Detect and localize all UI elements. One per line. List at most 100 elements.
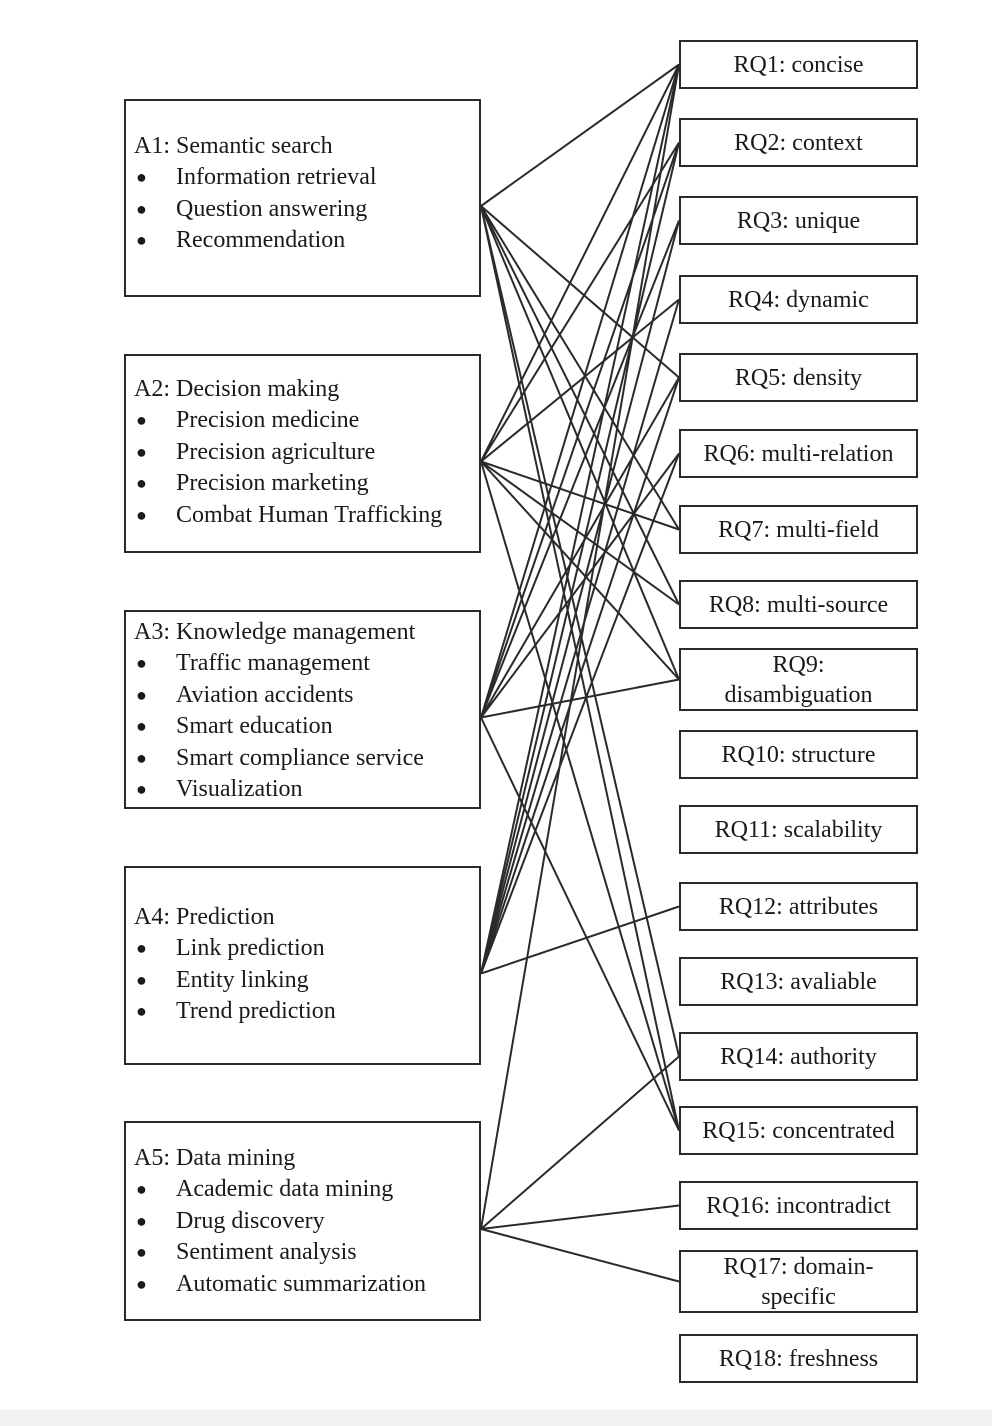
application-title: A1: Semantic search: [134, 133, 333, 159]
requirement-box-rq2: RQ2: context: [679, 118, 918, 167]
list-item: ●Recommendation: [134, 225, 479, 257]
requirement-box-rq14: RQ14: authority: [679, 1032, 918, 1081]
requirement-box-rq15: RQ15: concentrated: [679, 1106, 918, 1155]
application-item-list: ●Academic data mining ●Drug discovery ●S…: [134, 1174, 479, 1300]
requirement-box-rq16: RQ16: incontradict: [679, 1181, 918, 1230]
connection-line-a5-rq1: [480, 64, 680, 1230]
application-item-list: ●Link prediction ●Entity linking ●Trend …: [134, 933, 479, 1028]
bullet-icon: ●: [136, 198, 147, 219]
connection-line-a2-rq8: [480, 460, 680, 606]
bullet-icon: ●: [136, 938, 147, 958]
application-box-a5: A5: Data mining ●Academic data mining ●D…: [124, 1121, 481, 1321]
connection-line-a3-rq1: [480, 64, 680, 718]
application-title: A5: Data mining: [134, 1145, 296, 1171]
list-item: ●Entity linking: [134, 965, 479, 997]
connection-line-a1-rq14: [480, 205, 680, 1057]
application-box-a2: A2: Decision making ●Precision medicine …: [124, 354, 481, 553]
list-item: ●Question answering: [134, 194, 479, 226]
bullet-icon: ●: [136, 684, 147, 705]
connection-line-a5-rq16: [480, 1204, 680, 1230]
bullet-icon: ●: [136, 747, 147, 768]
list-item: ●Sentiment analysis: [134, 1237, 479, 1269]
bullet-icon: ●: [136, 410, 147, 430]
connection-line-a1-rq1: [480, 63, 680, 207]
application-item-list: ●Traffic management ●Aviation accidents …: [134, 648, 479, 806]
list-item: ●Precision agriculture: [134, 437, 479, 469]
application-title: A3: Knowledge management: [134, 619, 416, 645]
list-item: ●Automatic summarization: [134, 1269, 479, 1301]
connection-line-a5-rq17: [480, 1228, 680, 1283]
bullet-icon: ●: [136, 1001, 147, 1021]
connection-line-a3-rq2: [480, 142, 680, 718]
bullet-icon: ●: [136, 1273, 147, 1294]
list-item: ●Smart compliance service: [134, 743, 479, 775]
requirement-box-rq4: RQ4: dynamic: [679, 275, 918, 324]
connection-line-a4-rq4: [480, 299, 680, 974]
connection-line-a1-rq7: [480, 205, 680, 531]
list-item: ●Drug discovery: [134, 1206, 479, 1238]
bullet-icon: ●: [136, 167, 147, 187]
requirement-box-rq12: RQ12: attributes: [679, 882, 918, 931]
bullet-icon: ●: [136, 504, 147, 525]
bullet-icon: ●: [136, 473, 147, 493]
application-title: A4: Prediction: [134, 904, 275, 930]
list-item: ●Visualization: [134, 774, 479, 806]
list-item: ●Smart education: [134, 711, 479, 743]
requirement-box-rq6: RQ6: multi-relation: [679, 429, 918, 478]
bullet-icon: ●: [136, 441, 147, 462]
connection-line-a5-rq14: [480, 1055, 680, 1230]
list-item: ●Trend prediction: [134, 996, 479, 1028]
bullet-icon: ●: [136, 969, 147, 990]
connection-line-a1-rq9: [480, 205, 680, 680]
connection-line-a2-rq4: [480, 298, 680, 463]
requirement-box-rq8: RQ8: multi-source: [679, 580, 918, 629]
requirement-box-rq10: RQ10: structure: [679, 730, 918, 779]
connection-line-a3-rq9: [480, 678, 680, 719]
connection-line-a2-rq15: [480, 461, 680, 1131]
bullet-icon: ●: [136, 1242, 147, 1262]
bullet-icon: ●: [136, 230, 147, 250]
bullet-icon: ●: [136, 1210, 147, 1231]
bullet-icon: ●: [136, 1179, 147, 1199]
connection-line-a1-rq15: [480, 205, 680, 1131]
list-item: ●Combat Human Trafficking: [134, 500, 479, 532]
application-box-a1: A1: Semantic search ●Information retriev…: [124, 99, 481, 297]
bullet-icon: ●: [136, 716, 147, 736]
list-item: ●Academic data mining: [134, 1174, 479, 1206]
list-item: ●Information retrieval: [134, 162, 479, 194]
bullet-icon: ●: [136, 779, 147, 799]
connection-line-a2-rq7: [480, 460, 680, 531]
connection-line-a4-rq1: [480, 64, 680, 974]
application-box-a3: A3: Knowledge management ●Traffic manage…: [124, 610, 481, 809]
bullet-icon: ●: [136, 653, 147, 673]
requirement-box-rq17: RQ17: domain-specific: [679, 1250, 918, 1313]
requirement-box-rq11: RQ11: scalability: [679, 805, 918, 854]
requirement-box-rq1: RQ1: concise: [679, 40, 918, 89]
list-item: ●Aviation accidents: [134, 680, 479, 712]
connection-line-a4-rq2: [480, 142, 680, 974]
list-item: ●Traffic management: [134, 648, 479, 680]
connection-line-a4-rq3: [480, 220, 680, 974]
requirement-box-rq18: RQ18: freshness: [679, 1334, 918, 1383]
requirement-box-rq5: RQ5: density: [679, 353, 918, 402]
connection-line-a2-rq2: [480, 141, 680, 463]
connection-line-a4-rq5: [480, 377, 680, 974]
list-item: ●Precision marketing: [134, 468, 479, 500]
connection-line-a3-rq5: [480, 376, 680, 719]
requirement-box-rq13: RQ13: avaliable: [679, 957, 918, 1006]
list-item: ●Precision medicine: [134, 405, 479, 437]
connection-line-a2-rq1: [480, 64, 680, 462]
requirement-box-rq3: RQ3: unique: [679, 196, 918, 245]
connection-line-a3-rq6: [480, 452, 680, 719]
bottom-margin-band: [0, 1410, 992, 1426]
connection-line-a4-rq12: [480, 905, 680, 975]
connection-line-a2-rq9: [480, 460, 680, 681]
application-title: A2: Decision making: [134, 376, 340, 402]
list-item: ●Link prediction: [134, 933, 479, 965]
application-box-a4: A4: Prediction ●Link prediction ●Entity …: [124, 866, 481, 1065]
application-item-list: ●Information retrieval ●Question answeri…: [134, 162, 479, 257]
connection-line-a4-rq6: [480, 453, 680, 974]
requirement-box-rq9: RQ9: disambiguation: [679, 648, 918, 711]
